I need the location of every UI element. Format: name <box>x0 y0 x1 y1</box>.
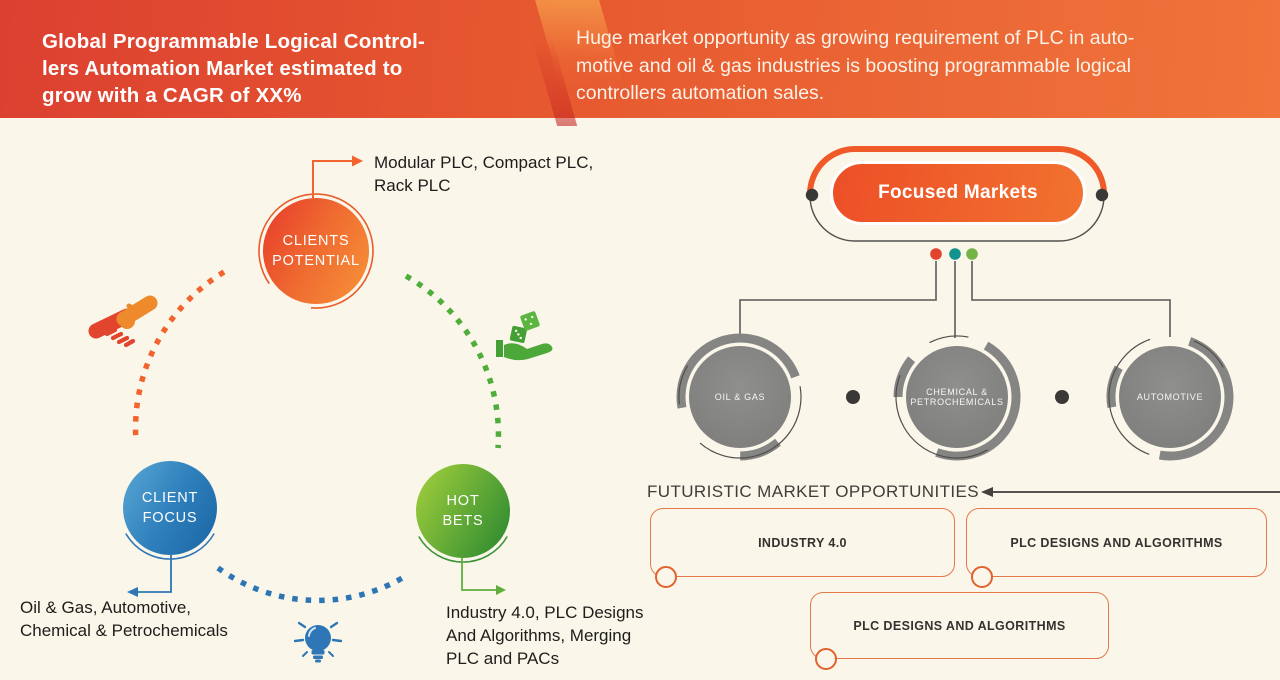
opportunity-label: PLC DESIGNS AND ALGORITHMS <box>1010 535 1223 550</box>
opportunity-box-plc-designs-1: PLC DESIGNS AND ALGORITHMS <box>966 508 1267 588</box>
opportunity-box-plc-designs-2: PLC DESIGNS AND ALGORITHMS <box>810 592 1109 670</box>
market-circle-oil-gas <box>676 333 804 461</box>
opportunity-label: PLC DESIGNS AND ALGORITHMS <box>853 618 1066 633</box>
dotted-arc-blue <box>216 565 406 604</box>
node-label: HOT BETS <box>442 493 484 529</box>
ring-hot-bets <box>418 536 508 563</box>
connector-oil-gas <box>739 261 937 337</box>
separator-dot <box>1055 390 1069 404</box>
node-clients-potential: CLIENTS POTENTIAL <box>263 198 369 304</box>
box-corner-circle <box>655 566 677 588</box>
pill-right-dot <box>1095 188 1109 202</box>
arrow-left-dark-icon <box>981 487 993 497</box>
note-hot-bets: Industry 4.0, PLC Designs And Algorithms… <box>446 603 644 668</box>
connector-automotive <box>971 261 1171 337</box>
dot-green <box>966 248 978 260</box>
cycle-diagram <box>88 155 553 663</box>
connector-hot-bets <box>461 558 496 591</box>
ring-client-focus <box>125 533 215 560</box>
lightbulb-icon <box>293 621 343 663</box>
connector-clients-potential <box>312 160 352 198</box>
header-banner: Global Programmable Logical Control- ler… <box>0 0 1280 126</box>
connector-client-focus <box>138 555 172 593</box>
focused-markets-pill: Focused Markets <box>830 161 1086 225</box>
header-subtitle: Huge market opportunity as growing requi… <box>576 27 1135 104</box>
opportunity-label: INDUSTRY 4.0 <box>758 535 847 550</box>
market-circle-automotive <box>1106 333 1234 461</box>
node-label: CLIENTS POTENTIAL <box>272 233 360 269</box>
node-client-focus: CLIENT FOCUS <box>123 461 217 555</box>
arrow-right-orange-icon <box>352 155 363 167</box>
dot-teal <box>949 248 961 260</box>
page-title: Global Programmable Logical Control- ler… <box>42 30 426 107</box>
dot-red <box>930 248 942 260</box>
market-circle-chemical <box>893 333 1021 461</box>
pill-left-dot <box>805 188 819 202</box>
focused-markets-label: Focused Markets <box>878 182 1038 203</box>
market-label-chemical: CHEMICAL & PETROCHEMICALS <box>910 386 1004 408</box>
focused-markets-diagram <box>676 146 1280 497</box>
pill-bottom-arc <box>809 195 1105 242</box>
dotted-arc-green <box>404 273 502 449</box>
node-label: CLIENT FOCUS <box>141 490 199 526</box>
note-client-focus: Oil & Gas, Automotive, Chemical & Petroc… <box>20 598 228 640</box>
opportunity-box-industry-4-0: INDUSTRY 4.0 <box>650 508 955 588</box>
node-hot-bets: HOT BETS <box>416 464 510 558</box>
market-label-automotive: AUTOMOTIVE <box>1136 391 1204 402</box>
dice-hand-icon <box>496 311 553 361</box>
box-corner-circle <box>815 648 837 670</box>
box-corner-circle <box>971 566 993 588</box>
separator-dot <box>846 390 860 404</box>
pill-top-arc <box>807 146 1107 197</box>
note-clients-potential: Modular PLC, Compact PLC, Rack PLC <box>374 153 594 195</box>
ring-clients-potential <box>258 193 374 309</box>
futuristic-heading: FUTURISTIC MARKET OPPORTUNITIES <box>647 482 979 501</box>
arrow-left-blue-icon <box>127 587 138 597</box>
market-label-oil-gas: OIL & GAS <box>714 391 766 402</box>
handshake-icon <box>88 295 158 348</box>
arrow-right-green-icon <box>496 585 506 595</box>
